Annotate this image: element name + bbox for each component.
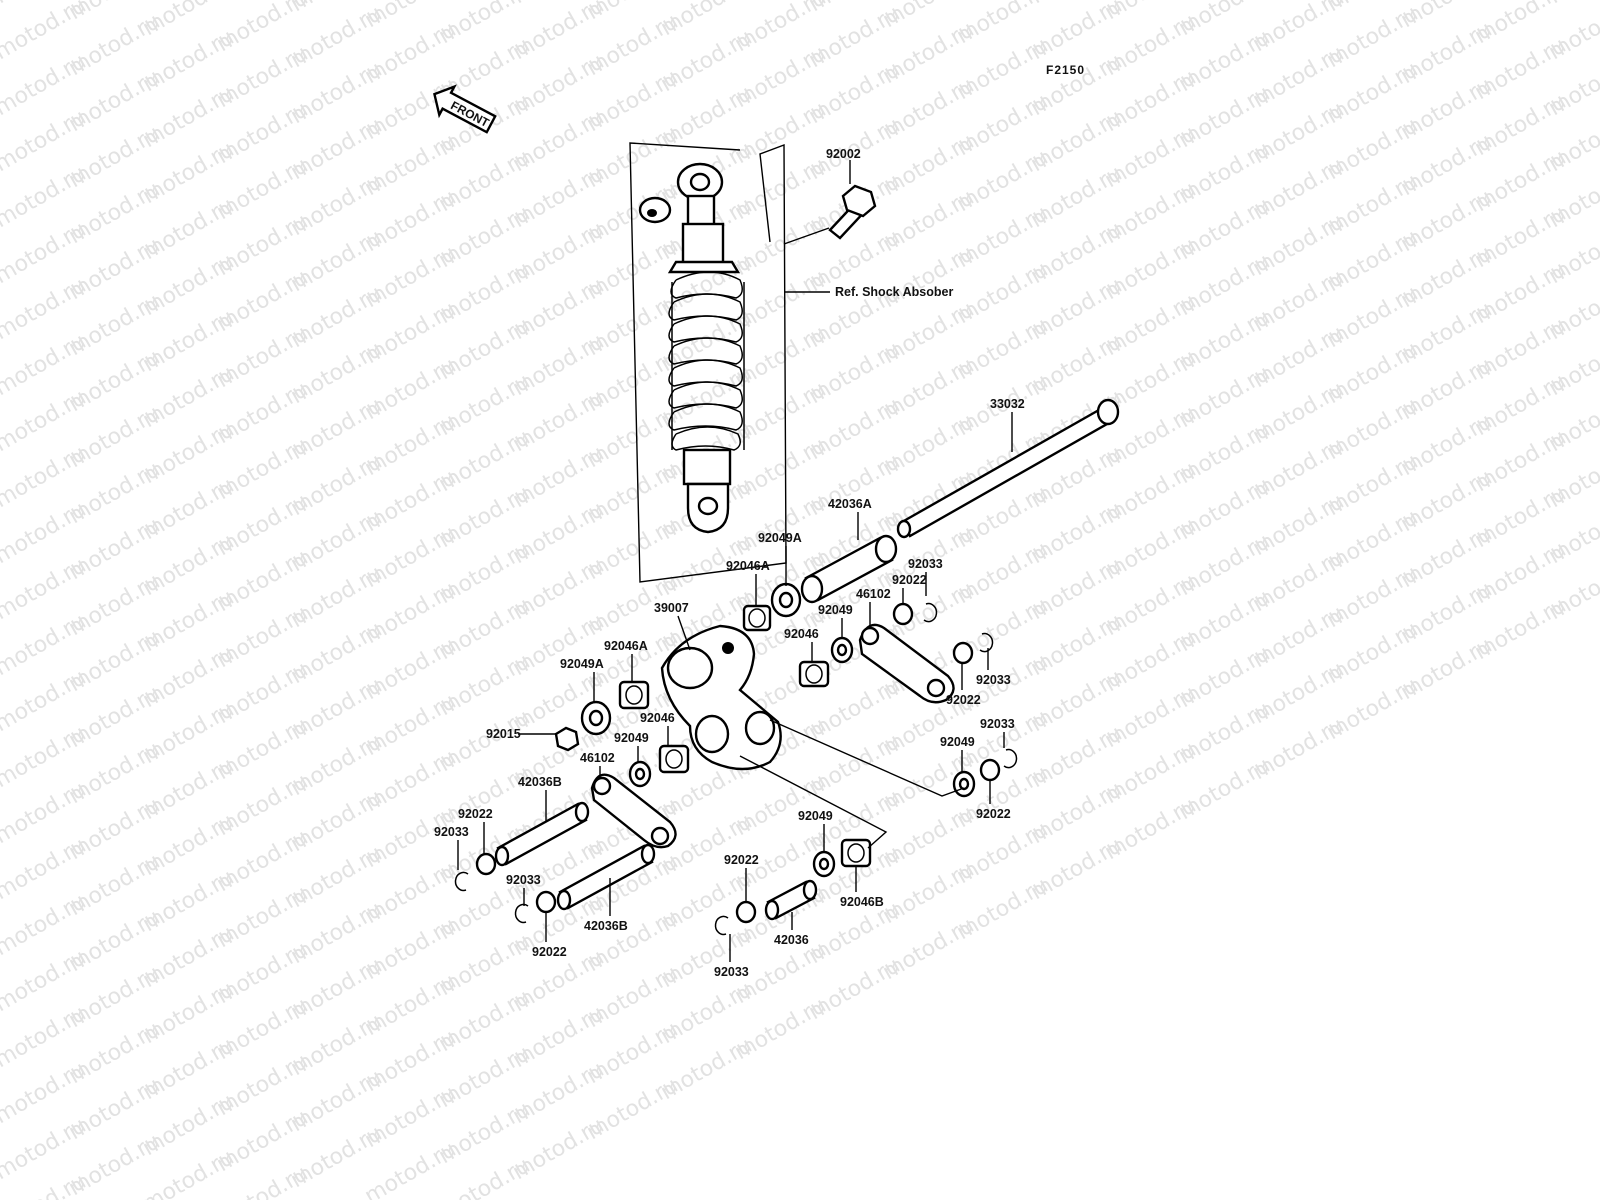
part-number-92049-bottom: 92049 [798, 809, 833, 823]
sleeve-42036A [800, 534, 898, 604]
part-number-92033-lower: 92033 [506, 873, 541, 887]
part-number-92022-right1: 92022 [946, 693, 981, 707]
assembly-line-2 [739, 755, 888, 849]
assembly-line [769, 719, 965, 797]
shock-absorber [638, 162, 745, 534]
part-number-92022-left: 92022 [458, 807, 493, 821]
sleeve-42036B-upper [494, 801, 590, 867]
part-number-39007: 39007 [654, 601, 689, 615]
sleeve-42036 [764, 879, 818, 921]
part-number-92049-mid: 92049 [818, 603, 853, 617]
part-number-92033-bottom: 92033 [714, 965, 749, 979]
reference-label: Ref. Shock Absober [835, 285, 953, 299]
part-number-42036: 42036 [774, 933, 809, 947]
part-number-92033-right2: 92033 [980, 717, 1015, 731]
part-number-42036B-top: 42036B [518, 775, 562, 789]
part-number-92002: 92002 [826, 147, 861, 161]
bolt-92002 [828, 184, 877, 240]
part-number-42036A: 42036A [828, 497, 872, 511]
leader-lines [457, 160, 1013, 962]
part-number-92046B: 92046B [840, 895, 884, 909]
bearings-and-washers [454, 582, 1018, 936]
part-number-33032: 33032 [990, 397, 1025, 411]
part-number-92033-right1: 92033 [976, 673, 1011, 687]
part-number-92046A-top: 92046A [726, 559, 770, 573]
link-46102-right [858, 623, 955, 704]
part-number-92022-lower: 92022 [532, 945, 567, 959]
part-number-92022-top: 92022 [892, 573, 927, 587]
watermark-text: motod.ru [1545, 0, 1600, 65]
part-number-92022-bottom: 92022 [724, 853, 759, 867]
part-number-46102-left: 46102 [580, 751, 615, 765]
shaft-33032 [896, 398, 1120, 539]
part-number-42036B-bottom: 42036B [584, 919, 628, 933]
leader-line-39007 [677, 615, 691, 651]
part-number-92049A-left: 92049A [560, 657, 604, 671]
link-46102-left [590, 773, 677, 849]
part-number-92015: 92015 [486, 727, 521, 741]
rocker-arm-39007 [660, 624, 782, 771]
part-number-92033-top: 92033 [908, 557, 943, 571]
part-number-92046-left: 92046 [640, 711, 675, 725]
part-number-92046-mid: 92046 [784, 627, 819, 641]
part-number-92049-right: 92049 [940, 735, 975, 749]
part-number-92033-left: 92033 [434, 825, 469, 839]
sleeve-42036B-lower [556, 843, 656, 911]
part-number-92049-left: 92049 [614, 731, 649, 745]
figure-code: F2150 [1046, 63, 1085, 77]
part-number-92049A-top: 92049A [758, 531, 802, 545]
part-number-46102-right: 46102 [856, 587, 891, 601]
part-number-92022-right2: 92022 [976, 807, 1011, 821]
part-number-92046A-left: 92046A [604, 639, 648, 653]
